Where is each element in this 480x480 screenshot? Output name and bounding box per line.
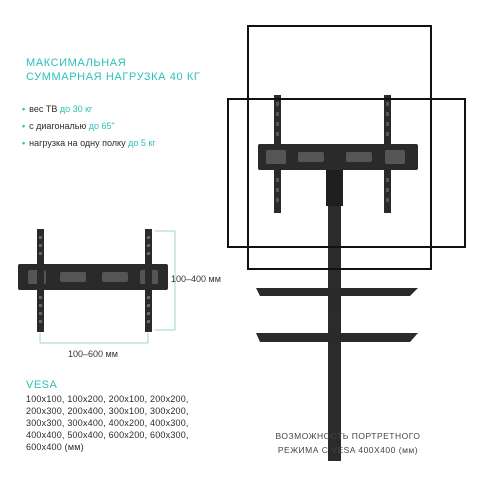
bullet-dot-icon: • xyxy=(22,138,26,148)
spec-value: до 5 кг xyxy=(128,138,156,148)
portrait-caption-line-2: РЕЖИМА С VESA 400X400 (мм) xyxy=(277,445,419,455)
spec-item-shelf-load: •нагрузка на одну полку до 5 кг xyxy=(22,135,156,152)
portrait-mode-caption: ВОЗМОЖНОСТЬ ПОРТРЕТНОГО РЕЖИМА С VESA 40… xyxy=(268,429,428,457)
headline-line-2: СУММАРНАЯ НАГРУЗКА 40 кг xyxy=(26,71,201,83)
tv-frame-portrait xyxy=(227,98,466,248)
mount-diagram xyxy=(18,229,168,332)
height-dimension-label: 100–400 мм xyxy=(171,274,221,284)
spec-value: до 30 кг xyxy=(59,104,93,114)
headline-line-1: МАКСИМАЛЬНАЯ xyxy=(26,57,127,69)
stand-column-cap xyxy=(326,166,343,206)
spec-text: вес ТВ xyxy=(29,104,60,114)
bullet-dot-icon: • xyxy=(22,121,26,131)
spec-item-diagonal: •с диагональю до 65" xyxy=(22,118,156,135)
glass-shelf-lower xyxy=(256,333,418,342)
tv-frame-landscape xyxy=(247,25,432,270)
glass-shelf-upper xyxy=(256,288,418,310)
vesa-list: 100х100, 100х200, 200х100, 200х200, 200х… xyxy=(26,394,189,452)
spec-text: нагрузка на одну полку xyxy=(29,138,129,148)
portrait-caption-line-1: ВОЗМОЖНОСТЬ ПОРТРЕТНОГО xyxy=(275,431,421,441)
width-dimension-label: 100–600 мм xyxy=(68,349,118,359)
spec-list: •вес ТВ до 30 кг •с диагональю до 65" •н… xyxy=(22,101,156,152)
bullet-dot-icon: • xyxy=(22,104,26,114)
load-headline: МАКСИМАЛЬНАЯ СУММАРНАЯ НАГРУЗКА 40 кг xyxy=(26,56,200,84)
spec-text: с диагональю xyxy=(29,121,89,131)
dimension-lines xyxy=(39,230,176,344)
spec-item-tv-weight: •вес ТВ до 30 кг xyxy=(22,101,156,118)
spec-value: до 65" xyxy=(88,121,115,131)
stand-column xyxy=(328,176,341,461)
vesa-title: VESA xyxy=(26,379,58,391)
